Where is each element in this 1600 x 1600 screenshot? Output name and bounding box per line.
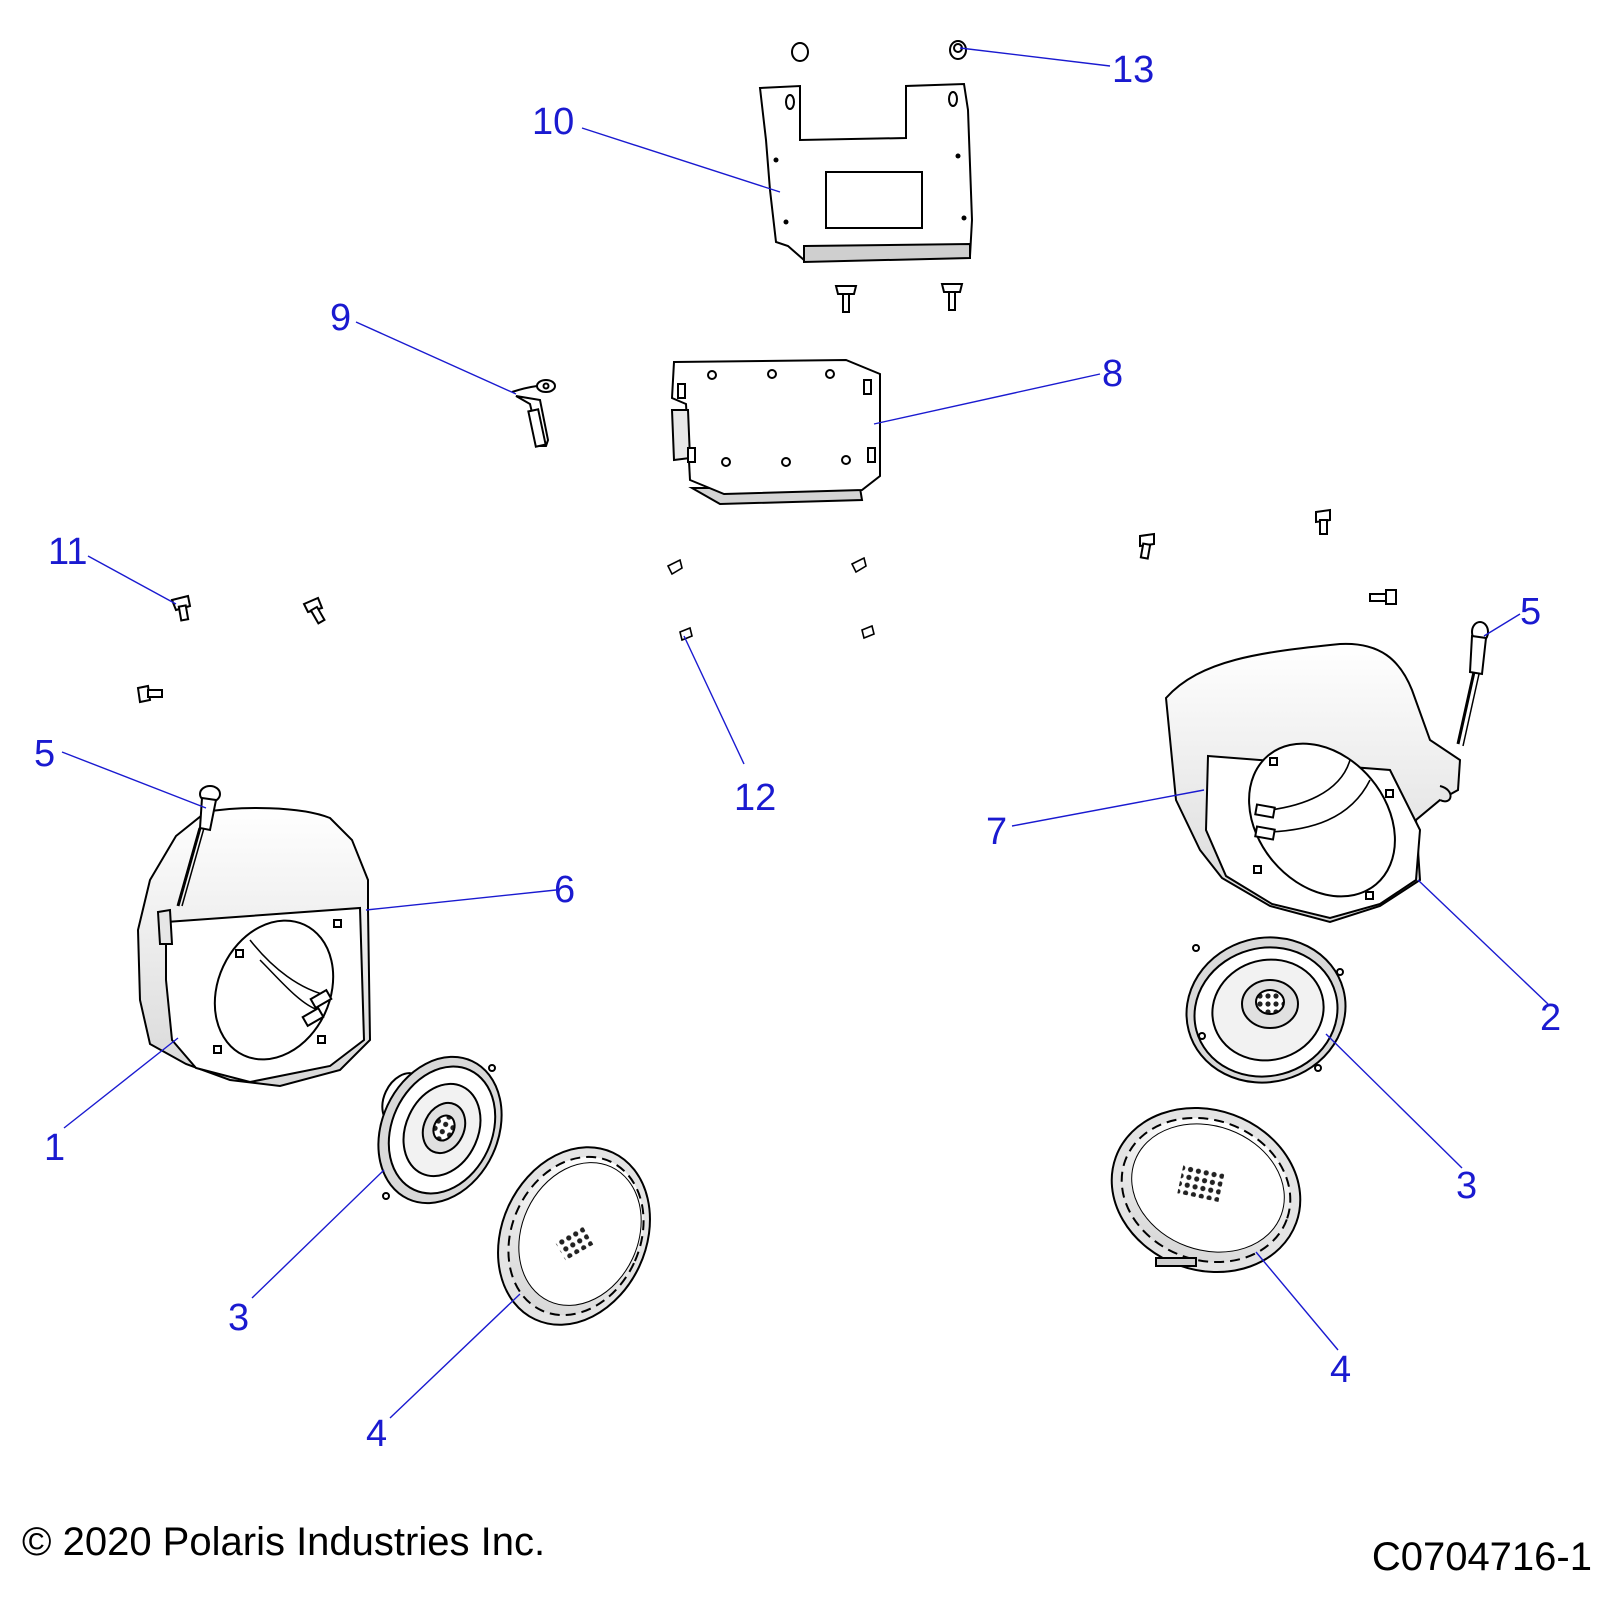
callout-5-left: 5 [34, 733, 55, 775]
leader-8 [873, 373, 1101, 425]
left-speaker-enclosure [136, 807, 372, 1088]
leader-3-left [251, 1169, 385, 1299]
callout-4-right: 4 [1330, 1349, 1351, 1391]
right-speaker [1185, 936, 1347, 1084]
leader-5-right [1483, 613, 1521, 637]
amplifier [670, 358, 881, 506]
drawing-number: C0704716-1 [1371, 1535, 1592, 1579]
right-speaker-enclosure [1164, 642, 1462, 924]
leader-3-right [1325, 1033, 1463, 1169]
leader-6 [365, 889, 557, 911]
right-mounting-screw [1139, 508, 1397, 605]
callout-2: 2 [1540, 997, 1561, 1039]
leader-11 [87, 555, 177, 605]
callout-11: 11 [48, 531, 87, 573]
leader-10 [581, 127, 781, 193]
leader-12 [683, 635, 745, 765]
callout-6: 6 [554, 869, 575, 911]
leader-lines [61, 47, 1549, 1419]
callout-numbers: 13 10 9 8 11 5 12 5 7 6 2 1 3 3 4 4 [34, 49, 1561, 1455]
leader-7 [1011, 789, 1205, 827]
callout-4-left: 4 [366, 1413, 387, 1455]
mounting-bracket [758, 82, 974, 264]
ground-wire [511, 379, 556, 448]
callout-7: 7 [986, 811, 1007, 853]
leader-13 [959, 47, 1111, 67]
callout-13: 13 [1112, 49, 1154, 91]
copyright-notice: © 2020 Polaris Industries Inc. [22, 1520, 546, 1564]
callout-10: 10 [532, 101, 574, 143]
right-wire-harness [1456, 621, 1489, 747]
amplifier-screw [666, 556, 875, 642]
left-grille-cover [497, 1146, 651, 1326]
callout-3-left: 3 [228, 1297, 249, 1339]
leader-4-right [1255, 1251, 1339, 1351]
leader-5-left [61, 751, 207, 809]
callout-8: 8 [1102, 353, 1123, 395]
bracket-bolt [834, 283, 964, 313]
leader-4-left [389, 1293, 521, 1419]
right-grille-cover [1110, 1106, 1302, 1274]
callout-5-right: 5 [1520, 591, 1541, 633]
callout-12: 12 [734, 777, 776, 819]
callout-9: 9 [330, 297, 351, 339]
left-speaker [377, 1055, 503, 1205]
callout-3-right: 3 [1456, 1165, 1477, 1207]
left-mounting-screw [136, 594, 326, 704]
callout-1: 1 [44, 1127, 65, 1169]
leader-9 [355, 321, 517, 395]
leader-2 [1417, 879, 1549, 1005]
leader-1 [63, 1037, 179, 1129]
left-wire-harness [176, 785, 221, 907]
bracket-nut [791, 40, 967, 62]
